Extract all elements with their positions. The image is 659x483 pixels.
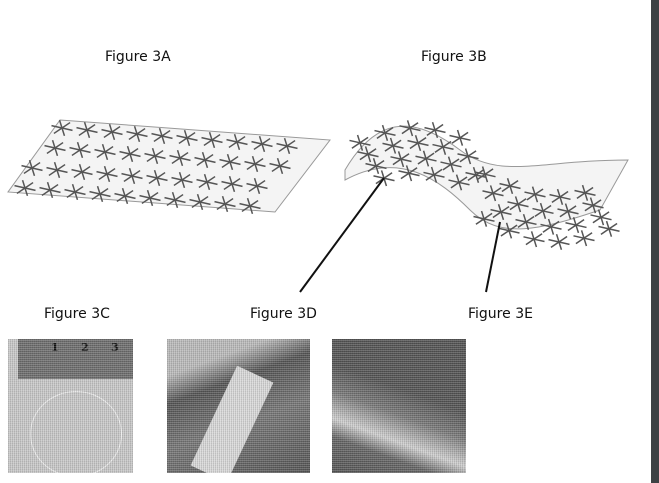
star-particle xyxy=(96,165,118,183)
pointer-line-3e xyxy=(485,221,501,293)
star-particle xyxy=(269,157,291,175)
star-particle xyxy=(449,129,471,146)
star-particle xyxy=(448,174,470,191)
star-particle xyxy=(71,163,93,181)
star-particle xyxy=(114,187,136,205)
figure-3e-label: Figure 3E xyxy=(468,306,533,322)
ruler-mark: 3 xyxy=(111,341,119,354)
star-particle xyxy=(507,196,529,213)
star-particle xyxy=(548,233,570,251)
star-particle xyxy=(126,125,148,143)
star-particle xyxy=(221,175,243,193)
figure-3ab-drawings xyxy=(7,119,629,293)
star-particle xyxy=(146,169,168,187)
star-particle xyxy=(119,145,141,163)
star-particle xyxy=(51,119,73,137)
star-particle xyxy=(515,213,537,230)
star-particle xyxy=(246,177,268,195)
star-particle xyxy=(523,231,545,248)
figure-3d-label: Figure 3D xyxy=(250,306,317,322)
star-particle xyxy=(64,183,86,201)
star-particle xyxy=(219,153,241,171)
star-particle xyxy=(573,230,595,247)
figure-3b-label: Figure 3B xyxy=(421,49,487,65)
star-particle xyxy=(457,148,479,165)
star-particle xyxy=(176,129,198,147)
star-particle xyxy=(374,124,396,141)
star-particle xyxy=(89,185,111,203)
star-particle xyxy=(139,189,161,207)
star-particle xyxy=(590,209,612,226)
star-particle xyxy=(151,127,173,145)
pointer-line-3d xyxy=(299,177,385,293)
star-particle xyxy=(490,204,512,221)
star-particle xyxy=(373,170,395,187)
star-particle xyxy=(21,159,43,177)
star-particle xyxy=(498,222,520,239)
star-particle xyxy=(357,146,379,163)
star-particle xyxy=(532,202,554,219)
star-particle xyxy=(549,188,571,205)
figure-3c-photo: 1 2 3 xyxy=(8,339,133,473)
star-particle xyxy=(121,167,143,185)
star-particle xyxy=(189,193,211,211)
star-particle xyxy=(524,186,546,203)
star-particle xyxy=(194,151,216,169)
star-particle xyxy=(407,135,429,152)
star-particle xyxy=(349,134,371,151)
figure-3e-photo xyxy=(332,339,466,473)
star-particle xyxy=(76,121,98,139)
star-particle xyxy=(276,137,298,155)
star-particle xyxy=(69,141,91,159)
star-particle xyxy=(424,121,446,139)
star-particle xyxy=(171,171,193,189)
star-particle xyxy=(101,123,123,141)
star-particle xyxy=(44,139,66,157)
star-particle xyxy=(399,120,421,137)
star-particle xyxy=(226,133,248,151)
star-particle xyxy=(565,217,587,234)
star-particle xyxy=(415,150,437,167)
star-particle xyxy=(598,220,620,237)
star-particle xyxy=(251,135,273,153)
star-particle xyxy=(582,197,604,214)
scrollbar[interactable] xyxy=(651,0,659,483)
star-particle xyxy=(423,166,445,183)
star-particle xyxy=(144,147,166,165)
ruler-mark: 2 xyxy=(81,341,89,354)
star-particle xyxy=(557,203,579,220)
star-particle xyxy=(482,185,504,202)
star-particle xyxy=(214,195,236,213)
star-particle xyxy=(432,138,454,155)
star-particle xyxy=(440,156,462,173)
sensor-sheet xyxy=(190,365,274,473)
star-particle xyxy=(94,143,116,161)
star-particle xyxy=(39,181,61,199)
star-particle xyxy=(382,137,404,154)
star-particle xyxy=(574,184,596,201)
flat-sheet xyxy=(7,119,331,213)
star-particle xyxy=(164,191,186,209)
star-particle xyxy=(390,151,412,168)
star-particle xyxy=(201,131,223,149)
ruler-mark: 1 xyxy=(51,341,59,354)
star-particle xyxy=(465,166,487,183)
figure-3c-label: Figure 3C xyxy=(44,306,110,322)
star-particle xyxy=(169,149,191,167)
star-particle xyxy=(540,218,562,235)
star-particle xyxy=(239,197,261,215)
star-particle xyxy=(244,155,266,173)
star-particle xyxy=(398,165,420,182)
figure-3a-label: Figure 3A xyxy=(105,49,171,65)
star-particle xyxy=(14,179,36,197)
sensor-outline xyxy=(30,391,122,473)
figure-3d-photo xyxy=(167,339,310,473)
star-particle xyxy=(473,210,495,227)
star-particle xyxy=(46,161,68,179)
star-particle xyxy=(499,178,521,195)
star-particle xyxy=(196,173,218,191)
star-particle xyxy=(365,157,387,175)
ruler xyxy=(18,339,133,379)
